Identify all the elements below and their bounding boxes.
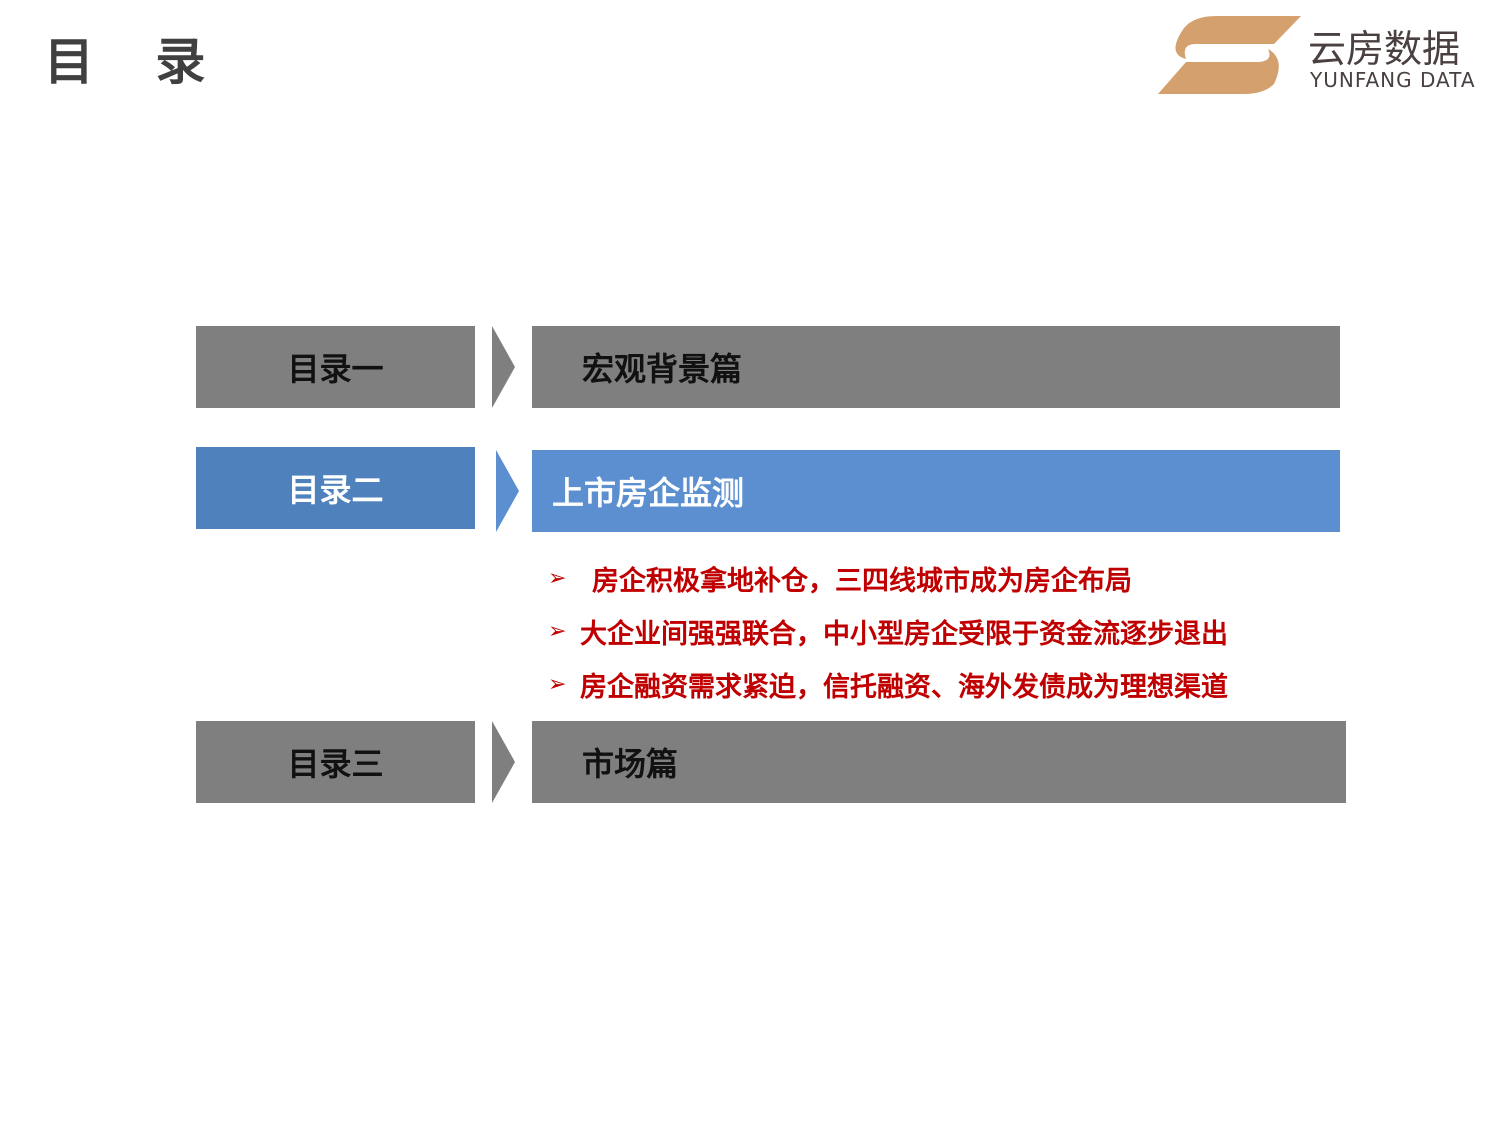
logo-mark-icon (1158, 16, 1301, 94)
logo-cn: 云房数据 (1308, 27, 1461, 71)
chevron-right-icon (492, 721, 515, 803)
bullet-list: ➢房企积极拿地补仓，三四线城市成为房企布局 ➢大企业间强强联合，中小型房企受限于… (548, 552, 1228, 711)
list-item: ➢大企业间强强联合，中小型房企受限于资金流逐步退出 (548, 619, 1228, 650)
list-item: ➢房企融资需求紧迫，信托融资、海外发债成为理想渠道 (548, 672, 1228, 703)
toc-label-1[interactable]: 目录一 (196, 326, 475, 408)
toc-label-2[interactable]: 目录二 (196, 447, 475, 529)
chevron-right-icon (496, 450, 519, 532)
page-title: 目 录 (44, 33, 228, 91)
logo: 云房数据 YUNFANG DATA (1156, 14, 1486, 96)
arrow-bullet-icon: ➢ (548, 566, 567, 591)
chevron-right-icon (492, 326, 515, 408)
toc-section-1[interactable]: 宏观背景篇 (532, 326, 1340, 408)
logo-en: YUNFANG DATA (1310, 68, 1476, 92)
list-item: ➢房企积极拿地补仓，三四线城市成为房企布局 (548, 566, 1132, 597)
arrow-bullet-icon: ➢ (548, 672, 567, 697)
toc-label-3[interactable]: 目录三 (196, 721, 475, 803)
toc-section-3[interactable]: 市场篇 (532, 721, 1346, 803)
toc-section-2[interactable]: 上市房企监测 (532, 450, 1340, 532)
arrow-bullet-icon: ➢ (548, 619, 567, 644)
